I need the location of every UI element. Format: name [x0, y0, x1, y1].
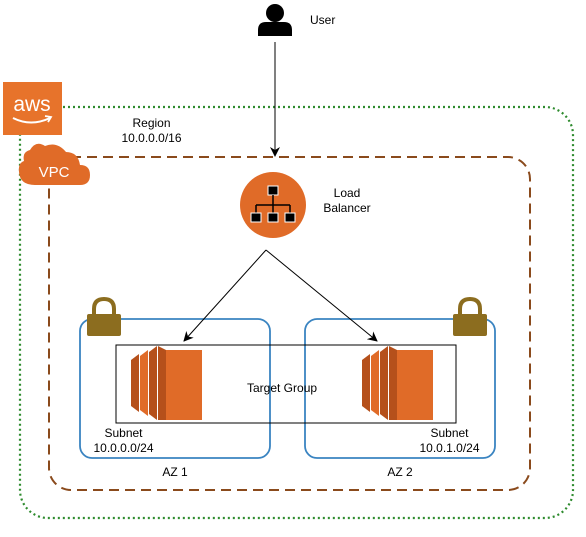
subnet-az2-title: Subnet — [430, 426, 469, 440]
user-label: User — [310, 13, 336, 27]
arrow-lb-to-instance-az1 — [183, 249, 267, 342]
subnet-az1-boundary — [79, 318, 271, 459]
load-balancer-label-line1: Load — [333, 186, 361, 200]
ec2-instance-icon — [362, 346, 433, 420]
load-balancer-label-line2: Balancer — [323, 201, 371, 215]
az1-label: AZ 1 — [162, 465, 188, 479]
vpc-cloud-icon: VPC — [18, 143, 90, 185]
vpc-boundary — [48, 156, 531, 491]
ec2-instance-icon — [131, 346, 202, 420]
aws-logo: aws — [3, 82, 62, 135]
lock-icon — [453, 296, 487, 336]
az2-label: AZ 2 — [387, 465, 413, 479]
lock-icon — [87, 296, 121, 336]
load-balancer-icon — [240, 172, 306, 238]
arrow-lb-to-instance-az2 — [265, 249, 378, 342]
target-group-boundary — [115, 344, 457, 424]
user-icon — [258, 4, 292, 36]
subnet-az1-cidr: 10.0.0.0/24 — [93, 441, 154, 455]
subnet-az1-title: Subnet — [104, 426, 143, 440]
subnet-az2-boundary — [304, 318, 496, 459]
region-title: Region — [132, 116, 171, 130]
svg-text:VPC: VPC — [39, 164, 70, 181]
target-group-label: Target Group — [247, 381, 318, 395]
region-cidr: 10.0.0.0/16 — [121, 131, 182, 145]
subnet-az2-cidr: 10.0.1.0/24 — [419, 441, 480, 455]
svg-text:aws: aws — [13, 93, 50, 116]
